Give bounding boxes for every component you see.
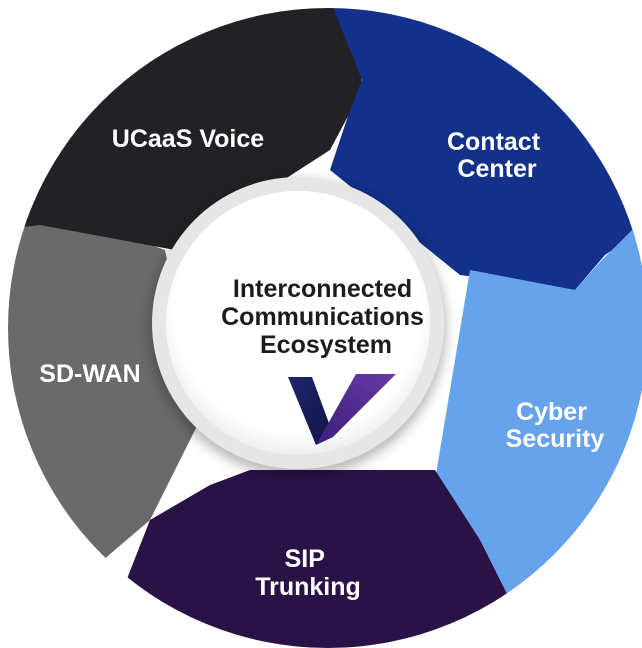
- label-sip-trunking: SIP Trunking: [255, 545, 361, 601]
- label-contact-center-line-2: Center: [457, 155, 536, 183]
- label-sip-trunking-line-2: Trunking: [255, 573, 361, 601]
- center-title-line-1: Interconnected: [233, 275, 412, 303]
- label-ucaas-voice-line-1: UCaaS Voice: [112, 125, 264, 153]
- label-sd-wan: SD-WAN: [39, 360, 140, 388]
- label-sip-trunking-line-1: SIP: [285, 545, 325, 573]
- checkmark-logo-right: [316, 374, 396, 445]
- label-sd-wan-line-1: SD-WAN: [39, 360, 140, 388]
- label-contact-center: Contact Center: [447, 128, 547, 183]
- center-title: Interconnected Communications Ecosystem: [221, 275, 431, 359]
- label-ucaas-voice: UCaaS Voice: [112, 125, 264, 153]
- checkmark-logo-left: [288, 377, 330, 445]
- label-contact-center-line-1: Contact: [447, 128, 541, 156]
- segment-sip-trunking: [100, 470, 530, 648]
- center-title-line-3: Ecosystem: [260, 331, 392, 359]
- center-title-line-2: Communications: [221, 303, 424, 331]
- checkmark-logo-icon: [288, 374, 396, 445]
- label-cyber-security: Cyber Security: [506, 398, 605, 453]
- label-cyber-security-line-1: Cyber: [516, 398, 587, 426]
- label-cyber-security-line-2: Security: [506, 425, 605, 453]
